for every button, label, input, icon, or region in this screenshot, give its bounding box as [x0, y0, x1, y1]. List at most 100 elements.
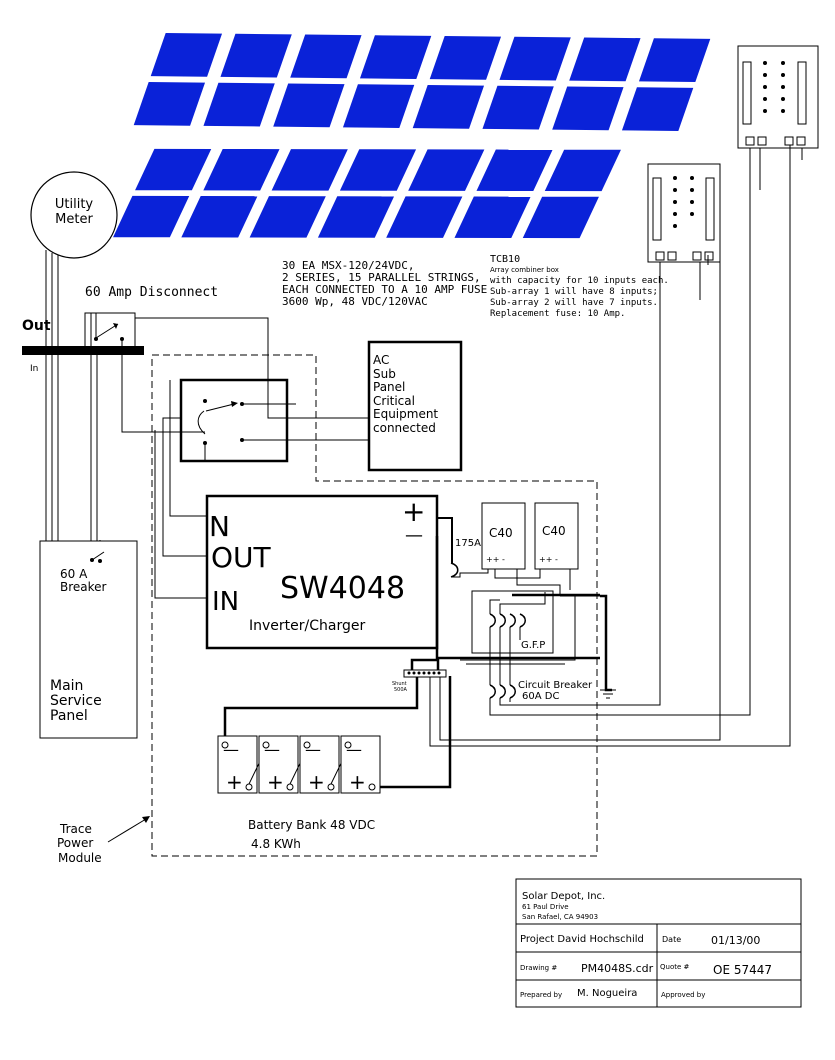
bus-in-label: In [30, 364, 38, 374]
date-label: Date [662, 935, 681, 944]
combiner-note: TCB10 Array combiner box with capacity f… [490, 254, 669, 319]
solar-panel [522, 196, 599, 239]
quote-value: OE 57447 [713, 963, 772, 977]
title-block: Solar Depot, Inc. 61 Paul Drive San Rafa… [515, 878, 802, 1008]
battery [340, 735, 381, 794]
ac-wiring [90, 313, 369, 599]
battery-label-1: Battery Bank 48 VDC [248, 818, 375, 832]
combiner-box-2 [647, 163, 721, 263]
subpanel-line-6: connected [373, 421, 436, 435]
solar-panel [133, 82, 206, 126]
gfp-label: G.F.P [521, 640, 545, 651]
combiner-note-4: Sub-array 2 will have 7 inputs. [490, 298, 658, 308]
solar-panel [181, 195, 258, 238]
battery-plus: + [308, 770, 325, 794]
bus-bar: Out In [22, 318, 144, 374]
breaker-label-2: 60A DC [522, 691, 559, 702]
drawing-value: PM4048S.cdr [581, 962, 654, 975]
array-note-4: 3600 Wp, 48 VDC/120VAC [282, 295, 428, 308]
solar-panel [386, 196, 463, 238]
array-note-2: 2 SERIES, 15 PARALLEL STRINGS, [282, 271, 481, 284]
transfer-switch [179, 378, 289, 463]
combiner-box-1 [737, 45, 819, 149]
battery-plus: + [349, 770, 366, 794]
solar-panel [203, 148, 280, 191]
combiner-note-3: Sub-array 1 will have 8 inputs; [490, 287, 658, 297]
solar-panel [273, 83, 345, 128]
solar-panel [135, 148, 212, 191]
main-panel-line-2: Service [50, 693, 102, 709]
meter-label-1: Utility [55, 197, 94, 212]
inverter-subtitle: Inverter/Charger [249, 618, 365, 634]
solar-panel [454, 196, 531, 239]
solar-panel [621, 87, 694, 131]
combiner-note-1: Array combiner box [490, 266, 559, 274]
shunt-500a: Shunt 500A [392, 669, 447, 693]
combiner-note-5: Replacement fuse: 10 Amp. [490, 309, 625, 319]
main-service-panel: 60 A Breaker Main Service Panel [39, 540, 138, 739]
solar-panel [271, 149, 348, 191]
bus-out-label: Out [22, 318, 51, 334]
solar-panel [359, 35, 432, 79]
battery-bank: —+—+—+—+ [217, 735, 381, 794]
battery-terminal [221, 741, 229, 749]
array-note-1: 30 EA MSX-120/24VDC, [282, 259, 414, 272]
prepared-value: M. Nogueira [577, 988, 637, 999]
battery-terminal [262, 741, 270, 749]
controller-2-terminals: ++ - [539, 555, 558, 564]
battery-label-2: 4.8 KWh [251, 837, 301, 851]
solar-panel [203, 82, 275, 127]
solar-panel [342, 84, 415, 128]
solar-panel [482, 85, 554, 130]
combiner-note-2: with capacity for 10 inputs each. [490, 276, 669, 286]
solar-panel [339, 149, 417, 191]
subpanel-line-4: Critical [373, 394, 415, 408]
solar-panel [569, 37, 641, 82]
utility-wires [45, 250, 59, 545]
subpanel-line-2: Sub [373, 367, 396, 381]
company-address-2: San Rafael, CA 94903 [522, 913, 598, 921]
inverter-in-label: IN [212, 587, 239, 617]
fuse-175a: 175A [437, 517, 481, 578]
battery-terminal [344, 741, 352, 749]
battery-plus: + [267, 770, 284, 794]
quote-label: Quote # [660, 963, 690, 971]
module-label-2: Power [57, 836, 93, 850]
disconnect-label: 60 Amp Disconnect [85, 285, 218, 300]
array-note: 30 EA MSX-120/24VDC, 2 SERIES, 15 PARALL… [282, 259, 487, 308]
solar-panel [429, 36, 502, 80]
inverter-minus: — [405, 525, 423, 546]
battery-terminal [327, 783, 335, 791]
company-name: Solar Depot, Inc. [522, 891, 605, 902]
main-breaker-label-1: 60 A [60, 567, 88, 581]
ground-icon [600, 689, 616, 699]
inverter-n-label: N [209, 510, 230, 543]
drawing-label: Drawing # [520, 964, 557, 972]
approved-label: Approved by [661, 991, 705, 999]
solar-panel [638, 38, 711, 82]
array-note-3: EACH CONNECTED TO A 10 AMP FUSE [282, 283, 487, 296]
combiner-note-title: TCB10 [490, 254, 520, 265]
prepared-label: Prepared by [520, 991, 562, 999]
main-breaker-label-2: Breaker [60, 580, 107, 594]
shunt-label-2: 500A [394, 687, 408, 693]
fuse-label: 175A [455, 538, 481, 549]
main-panel-line-3: Panel [50, 708, 88, 724]
trace-module-label: Trace Power Module [57, 816, 150, 865]
solar-panel [476, 149, 553, 192]
battery-wiring [223, 536, 612, 789]
inverter-sw4048: N OUT IN SW4048 Inverter/Charger + — [205, 494, 439, 650]
breaker-label-1: Circuit Breaker [518, 680, 593, 691]
module-label-1: Trace [59, 822, 92, 836]
project-label: Project David Hochschild [520, 934, 644, 945]
gfp: G.F.P [471, 590, 554, 654]
solar-array-top [133, 33, 711, 131]
solar-panel [220, 33, 292, 78]
subpanel-line-3: Panel [373, 380, 405, 394]
main-panel-line-1: Main [50, 678, 83, 694]
subpanel-line-1: AC [373, 353, 389, 367]
dc-wiring [429, 145, 803, 747]
battery-terminal [286, 783, 294, 791]
